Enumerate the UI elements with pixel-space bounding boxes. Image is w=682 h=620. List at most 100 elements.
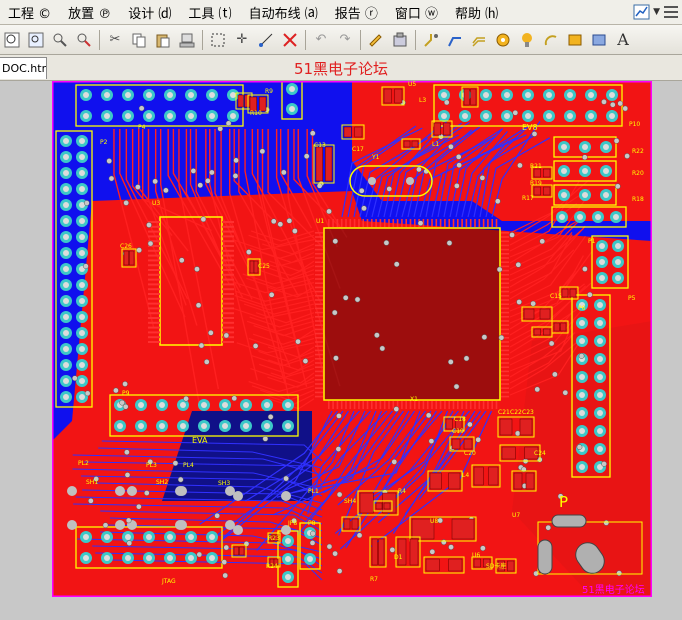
copy-icon[interactable] [129,30,149,50]
zoom-area-icon[interactable] [26,30,46,50]
string-icon[interactable]: A [617,30,629,49]
top-trace [250,368,315,380]
deselect-icon[interactable] [280,30,300,50]
zoom-filter-icon[interactable] [74,30,94,50]
u3-pin [148,240,160,243]
u3-pin [222,278,234,281]
label-r20: R20 [632,170,644,177]
u3-pin [148,230,160,233]
via [613,137,620,144]
mcu-pin [465,219,468,227]
header-pad [561,144,567,150]
via [383,239,390,246]
menu-tools[interactable]: 工具 ⒯ [188,6,232,22]
zoom-select-icon[interactable] [50,30,70,50]
header-pad [285,538,291,544]
top-trace [270,372,315,384]
via [326,543,333,550]
header-pad [63,346,69,352]
mcu-pin [501,282,509,284]
mcu-pin [501,341,509,343]
header-pad [504,113,510,119]
via [309,540,316,546]
mcu-pin [315,370,323,373]
via [578,353,585,359]
menu-right-tools: ▼ [631,2,682,22]
menu-project[interactable]: 工程 © [8,6,52,22]
arc-icon[interactable] [541,30,561,50]
bottom-trace [371,134,460,218]
smd-pad [253,260,259,274]
header-pad [546,113,552,119]
power-jack-pad [575,542,605,574]
top-trace [131,129,173,236]
mcu-pin [474,401,476,409]
pcb-board[interactable]: EV8 EVA P P2 P4 P1 P5 P6 P8 P9 P10 U1 U3… [52,81,652,597]
mcu-pin [501,257,509,259]
mcu-pin [315,265,323,268]
label-c26: C26 [120,243,132,250]
mcu-pin [315,244,323,247]
chart-icon[interactable] [631,2,653,22]
menu-window[interactable]: 窗口 ⓦ [394,6,438,22]
menu-help[interactable]: 帮助 ⒣ [454,6,499,22]
diff-pair-icon[interactable] [469,30,489,50]
paste-icon[interactable] [153,30,173,50]
menu-reports[interactable]: 报告 ⓡ [334,6,378,22]
mcu-pin [315,257,323,259]
menu-autoroute[interactable]: 自动布线 ⒜ [248,6,318,22]
via [122,381,128,387]
via [601,99,607,105]
undo-icon[interactable]: ↶ [315,32,327,47]
rubber-stamp-icon[interactable] [177,30,197,50]
header-outline [551,206,627,228]
mcu-pin [482,401,485,409]
u3-pin [222,264,234,267]
bottom-trace [404,410,476,515]
header-pad [159,402,165,408]
select-net-icon[interactable] [256,30,276,50]
redo-icon[interactable]: ↷ [339,32,351,47]
polygon-pour-icon[interactable] [589,30,609,50]
pcb-canvas[interactable]: EV8 EVA P P2 P4 P1 P5 P6 P8 P9 P10 U1 U3… [0,81,682,620]
list-icon[interactable] [660,2,682,22]
pad-icon[interactable] [493,30,513,50]
bottom-trace [98,447,323,469]
highlight-pen-icon[interactable] [366,30,386,50]
menu-place[interactable]: 放置 ℗ [68,6,112,22]
interactive-route-icon[interactable] [421,30,441,50]
library-icon[interactable] [390,30,410,50]
fill-icon[interactable] [565,30,585,50]
cut-icon[interactable]: ✂ [109,32,121,47]
dropdown-arrow-icon[interactable]: ▼ [653,7,660,17]
via [440,539,447,545]
mcu-pin [315,307,323,310]
bottom-trace [418,410,487,500]
select-area-icon[interactable] [208,30,228,50]
header-pad [79,314,85,320]
header-pad [63,138,69,144]
tab-doc-htm[interactable]: DOC.htm [0,57,47,79]
header-pad [138,423,144,429]
header-pad [125,534,131,540]
smd-pad [129,250,135,266]
via [609,101,616,108]
label-r17: R17 [522,195,534,202]
mcu-pin [315,358,323,360]
zoom-fit-icon[interactable] [2,30,22,50]
toolbar-separator [360,29,361,50]
top-trace [248,380,315,393]
via [374,332,380,338]
header-pad [79,362,85,368]
move-icon[interactable]: ✛ [236,32,248,47]
header-pad [209,534,215,540]
via [455,154,462,160]
menu-design[interactable]: 设计 ⒟ [128,6,172,22]
header-pad [285,402,291,408]
multi-route-icon[interactable] [445,30,465,50]
bottom-trace [101,440,323,462]
switch-pad [281,491,291,501]
crystal-outline [349,165,433,197]
u3-pin [148,259,160,262]
via-icon[interactable] [517,30,537,50]
